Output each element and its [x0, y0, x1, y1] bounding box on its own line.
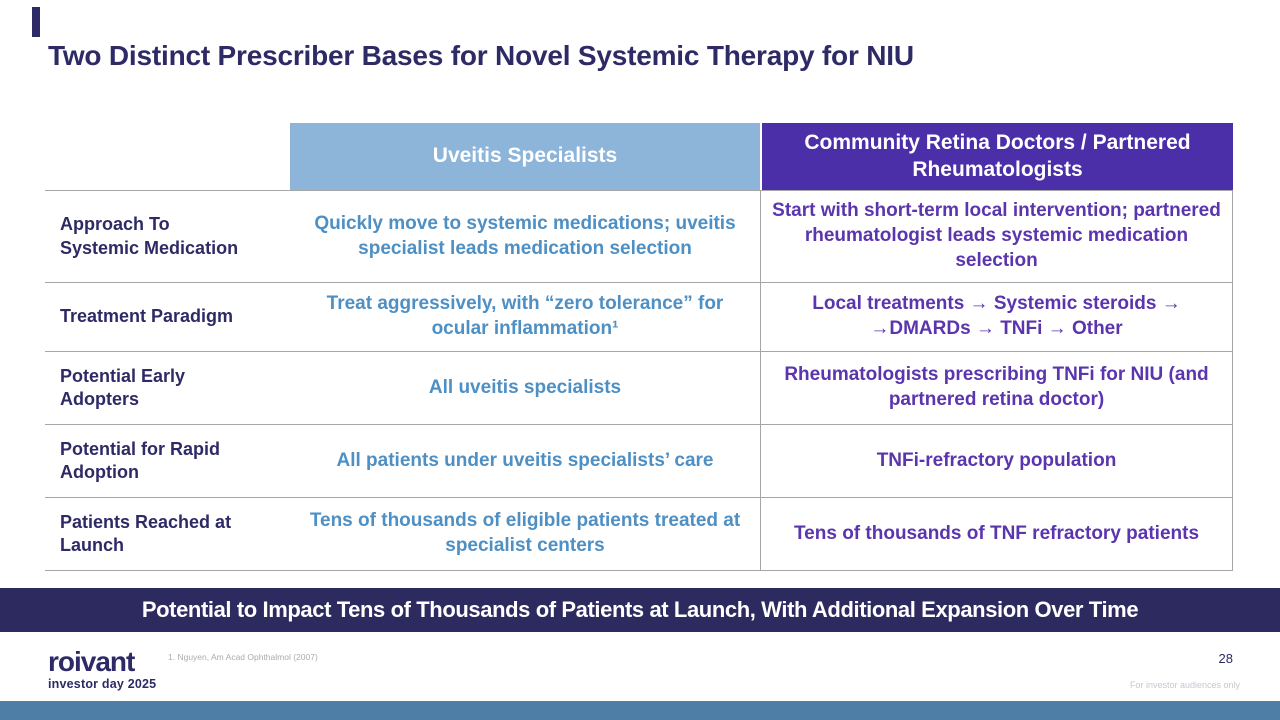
community-cell: Local treatments → Systemic steroids → →…: [760, 283, 1233, 351]
row-label-text: Patients Reached at Launch: [60, 511, 232, 555]
uveitis-cell: Quickly move to systemic medications; uv…: [314, 212, 736, 259]
row-label: Potential for Rapid Adoption: [45, 425, 290, 497]
page-number: 28: [1218, 651, 1233, 666]
column-header-community-retina: Community Retina Doctors / Partnered Rhe…: [760, 123, 1233, 190]
community-cell: Rheumatologists prescribing TNFi for NIU…: [760, 352, 1233, 424]
audience-disclaimer: For investor audiences only: [1129, 680, 1240, 690]
community-cell: Start with short-term local intervention…: [760, 191, 1233, 282]
table-header-row: Uveitis Specialists Community Retina Doc…: [45, 123, 1233, 190]
corner-accent-bar: [32, 7, 40, 37]
footnote-citation: 1. Nguyen, Am Acad Ophthalmol (2007): [168, 652, 318, 662]
community-cell: TNFi-refractory population: [760, 425, 1233, 497]
prescriber-comparison-table: Uveitis Specialists Community Retina Doc…: [45, 123, 1233, 571]
row-label-text: Potential Early Adopters: [60, 365, 186, 409]
community-cell: Tens of thousands of TNF refractory pati…: [760, 498, 1233, 570]
table-row: Potential Early Adopters All uveitis spe…: [45, 351, 1233, 424]
row-label: Patients Reached at Launch: [45, 498, 290, 570]
bottom-accent-bar: [0, 701, 1280, 720]
uveitis-cell: Tens of thousands of eligible patients t…: [309, 510, 741, 556]
uveitis-cell: All uveitis specialists: [428, 376, 622, 398]
table-row: Patients Reached at Launch Tens of thous…: [45, 497, 1233, 571]
takeaway-banner-text: Potential to Impact Tens of Thousands of…: [141, 597, 1139, 622]
roivant-logo: roivant investor day 2025: [48, 648, 156, 691]
table-header-spacer: [45, 123, 290, 190]
page-title: Two Distinct Prescriber Bases for Novel …: [48, 40, 914, 71]
row-label-text: Treatment Paradigm: [60, 306, 234, 327]
uveitis-cell: All patients under uveitis specialists’ …: [336, 449, 714, 471]
table-row: Treatment Paradigm Treat aggressively, w…: [45, 282, 1233, 351]
takeaway-banner: Potential to Impact Tens of Thousands of…: [0, 588, 1280, 632]
row-label-text: Approach To Systemic Medication: [60, 214, 239, 258]
roivant-wordmark: roivant: [48, 646, 135, 677]
column-header-uveitis-specialists: Uveitis Specialists: [290, 123, 760, 190]
table-row: Approach To Systemic Medication Quickly …: [45, 190, 1233, 282]
row-label: Potential Early Adopters: [45, 352, 290, 424]
table-row: Potential for Rapid Adoption All patient…: [45, 424, 1233, 497]
uveitis-cell: Treat aggressively, with “zero tolerance…: [326, 293, 724, 339]
row-label-text: Potential for Rapid Adoption: [60, 438, 221, 482]
row-label: Approach To Systemic Medication: [45, 191, 290, 282]
row-label: Treatment Paradigm: [45, 283, 290, 351]
roivant-logo-subtitle: investor day 2025: [48, 677, 157, 691]
